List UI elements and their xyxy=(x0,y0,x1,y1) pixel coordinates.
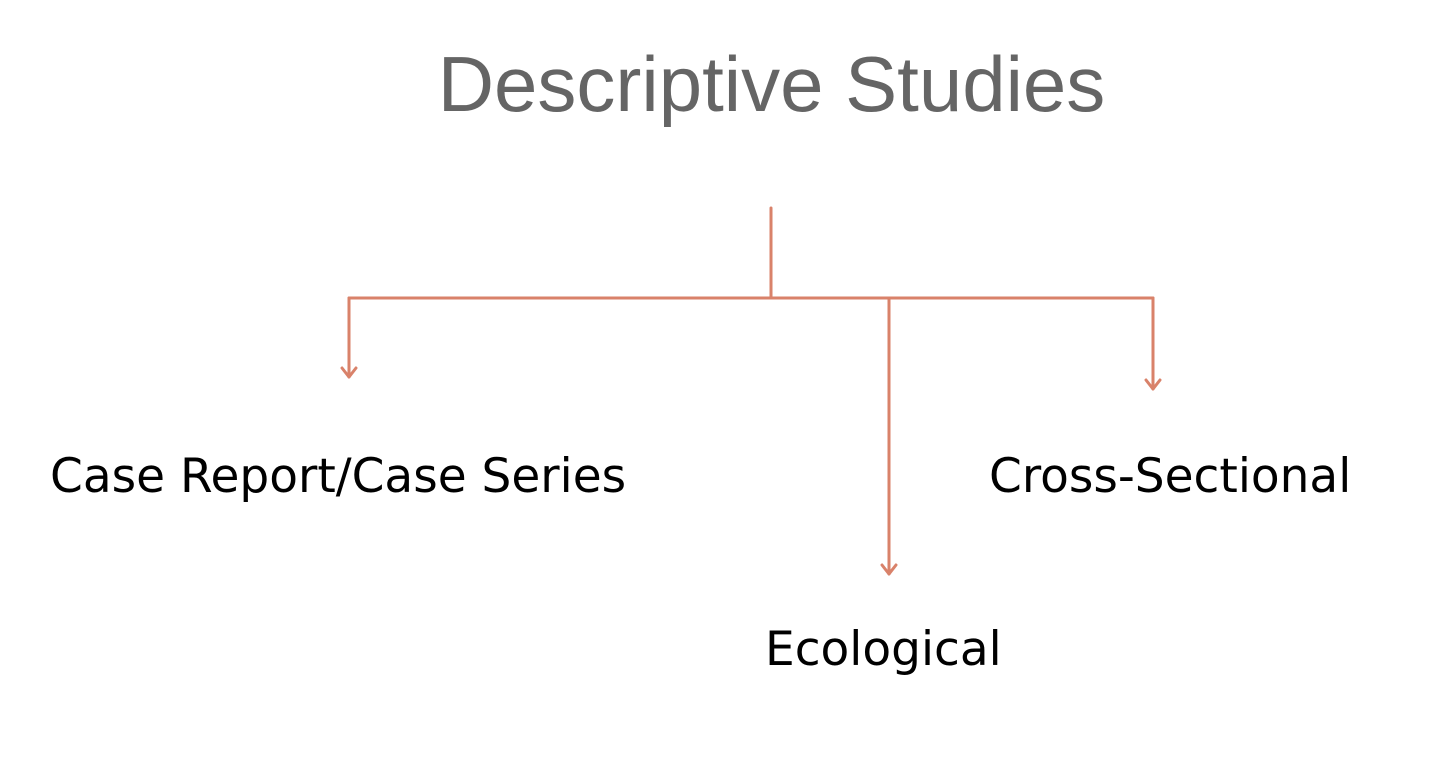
arrowhead-case-report-icon xyxy=(340,366,358,379)
arrowhead-ecological-icon xyxy=(880,563,898,576)
node-cross-sectional: Cross-Sectional xyxy=(989,449,1352,504)
arrowhead-cross-sectional-icon xyxy=(1144,378,1162,391)
node-case-report-case-series: Case Report/Case Series xyxy=(50,449,627,504)
diagram-title: Descriptive Studies xyxy=(437,40,1106,128)
node-ecological: Ecological xyxy=(765,622,1002,677)
